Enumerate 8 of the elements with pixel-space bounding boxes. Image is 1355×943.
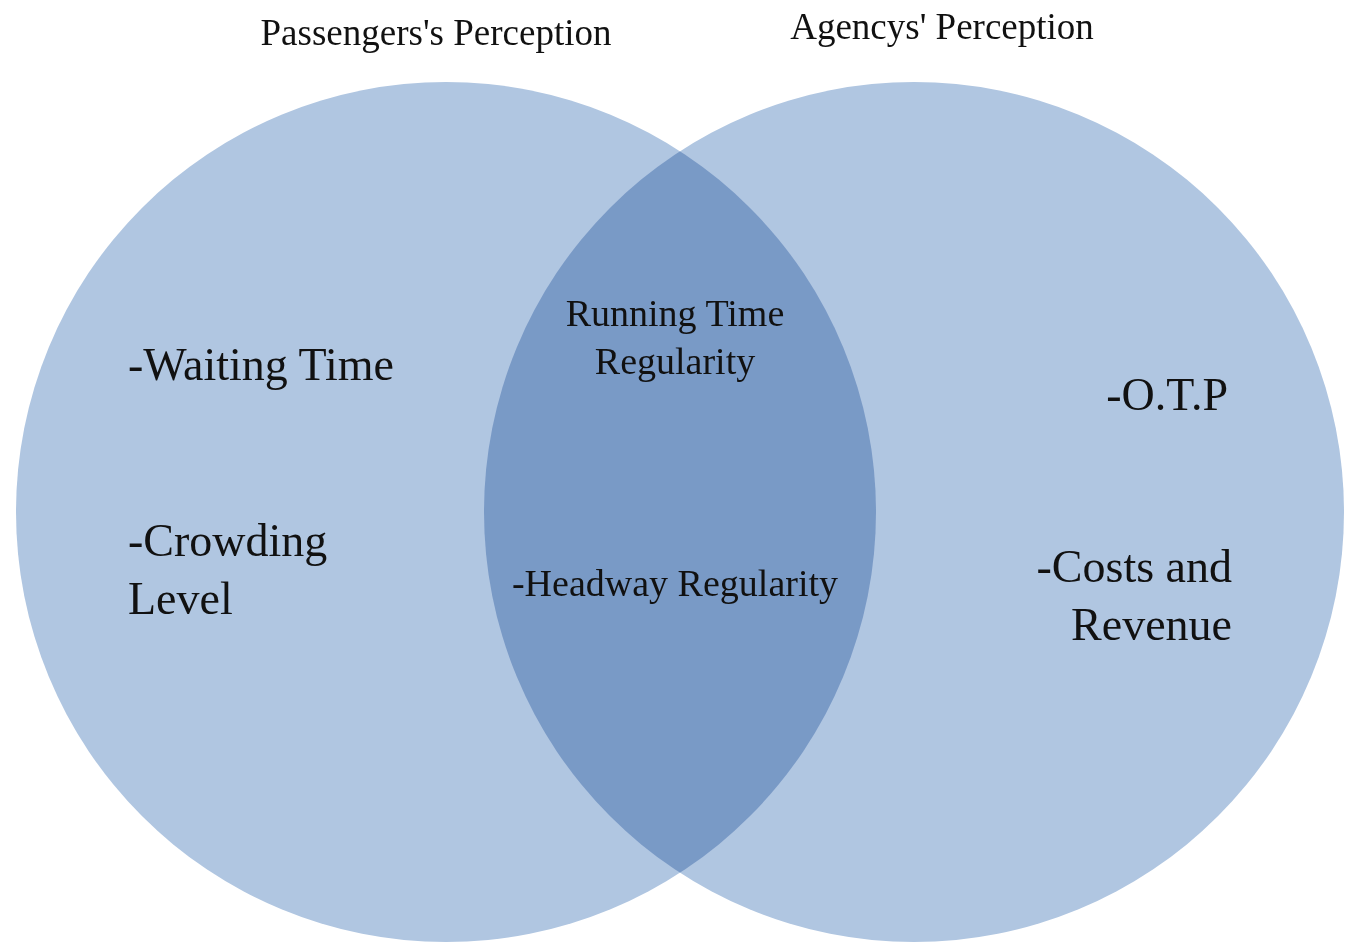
overlap-text: -Headway Regularity: [510, 561, 839, 606]
overlap-text: Running Time Regularity: [564, 291, 786, 384]
item-text: -Waiting Time: [128, 338, 395, 392]
item-text: -Costs and Revenue: [1035, 540, 1232, 652]
circle-heading: Passengers's Perception: [259, 11, 613, 55]
item-text: -Crowding Level: [128, 514, 329, 626]
item-text: -O.T.P: [1105, 368, 1228, 422]
circle-heading: Agencys' Perception: [789, 5, 1095, 49]
